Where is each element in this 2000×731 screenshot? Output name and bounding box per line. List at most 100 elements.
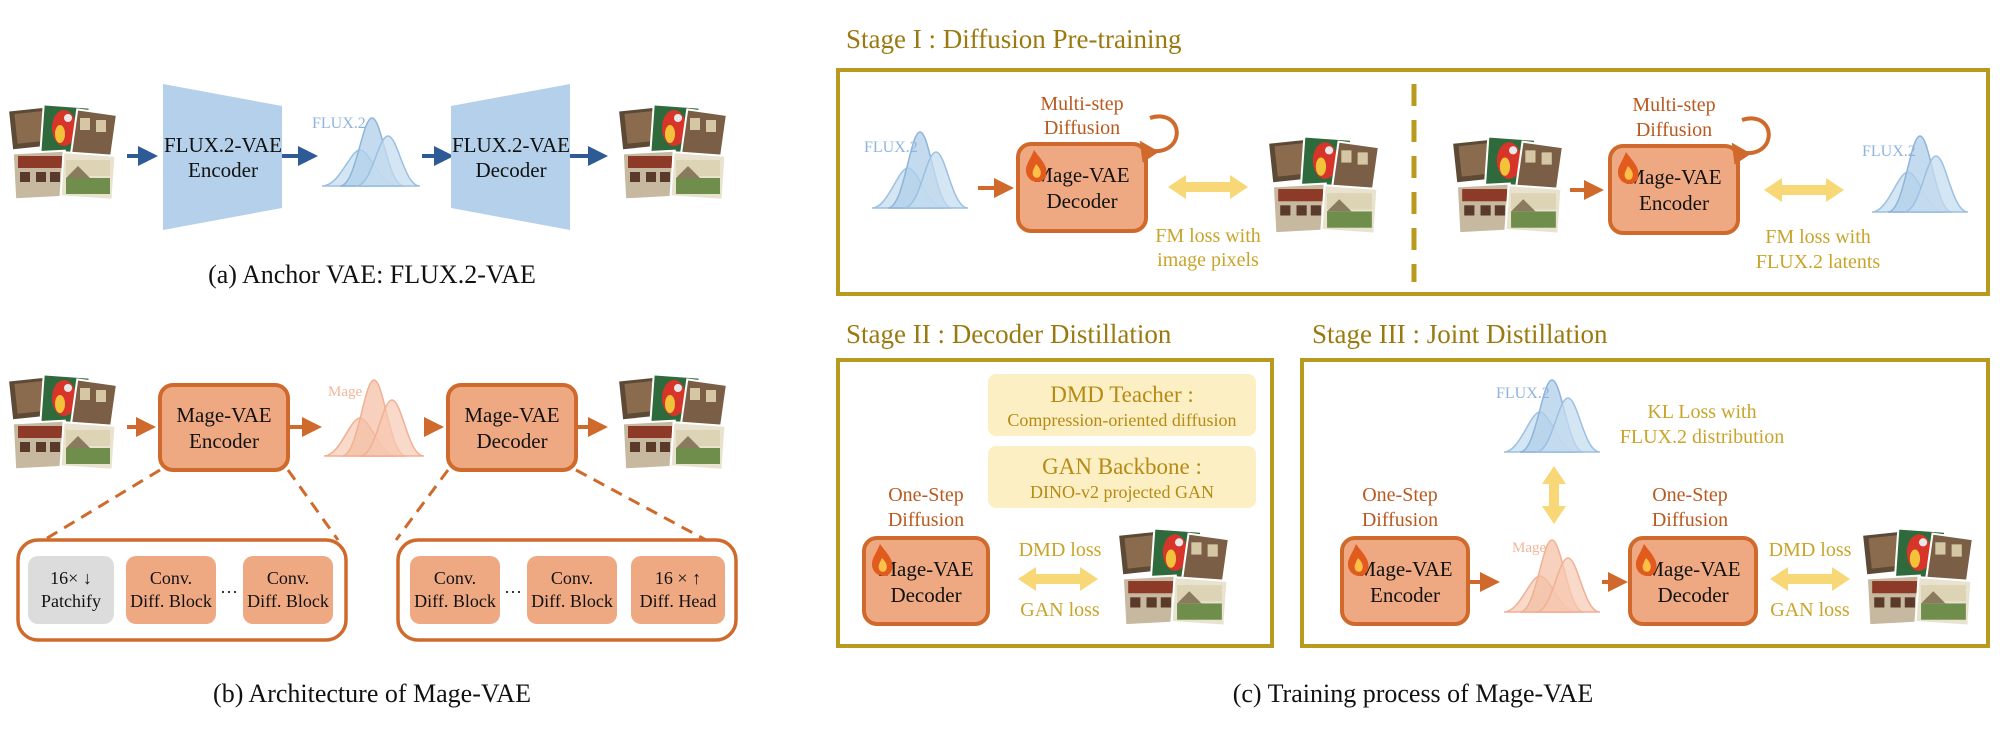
enc-process-label-1: One-Step xyxy=(1362,484,1438,506)
loop-arrow xyxy=(1731,116,1771,165)
mage-encoder-label-2: Encoder xyxy=(1370,583,1440,607)
mage-decoder-label-2: Decoder xyxy=(1657,583,1728,607)
flame-icon-core xyxy=(1354,558,1363,572)
diff-head-label-1: 16 × ↑ xyxy=(655,568,701,588)
loss-label-1: FM loss with xyxy=(1155,225,1261,247)
gan-backbone-subtitle: DINO-v2 projected GAN xyxy=(1030,482,1214,502)
kl-loss-label-1: KL Loss with xyxy=(1647,401,1756,423)
conv-diff-block xyxy=(410,556,500,624)
input-images xyxy=(1452,136,1564,235)
mage-decoder-box xyxy=(1628,536,1758,626)
diff-head-block xyxy=(631,556,725,624)
mage-decoder-label-1: Mage-VAE xyxy=(1034,163,1129,187)
panel-b: Mage-VAE Encoder Mage Mage-VAE Decoder 1… xyxy=(8,374,738,708)
flux-latent-label: FLUX.2 xyxy=(1862,143,1916,160)
conv-diff-block xyxy=(126,556,216,624)
mage-encoder-label-1: Mage-VAE xyxy=(176,403,271,427)
process-label-2: Diffusion xyxy=(888,509,964,531)
zoom-line xyxy=(575,468,707,542)
conv-diff-block xyxy=(243,556,333,624)
mage-latent-distribution xyxy=(323,379,425,457)
conv-diff-label-2: Diff. Block xyxy=(247,591,329,611)
conv-diff-label-1: Conv. xyxy=(267,568,309,588)
mage-decoder-label-1: Mage-VAE xyxy=(878,557,973,581)
loop-arrow xyxy=(1139,114,1179,163)
flame-icon-core xyxy=(1624,166,1633,180)
stage1-frame xyxy=(836,68,1990,296)
mage-decoder-label-2: Decoder xyxy=(890,583,961,607)
dmd-teacher-title: DMD Teacher : xyxy=(1050,382,1194,407)
mage-encoder-box xyxy=(1340,536,1470,626)
flux-latent-distribution xyxy=(321,117,421,187)
patchify-label-2: Patchify xyxy=(41,591,101,611)
decoder-detail-container xyxy=(396,538,738,642)
zoom-line xyxy=(43,468,161,542)
stage3-title: Stage III : Joint Distillation xyxy=(1312,319,1608,349)
mage-decoder-box xyxy=(862,536,990,626)
patchify-label-1: 16× ↓ xyxy=(50,568,92,588)
double-arrow xyxy=(1764,178,1844,202)
stage3-frame xyxy=(1300,358,1990,648)
ellipsis: ··· xyxy=(220,582,238,602)
flux-decoder-label-2: Decoder xyxy=(475,158,546,182)
flux-decoder-block xyxy=(451,84,570,230)
loss-label-2: image pixels xyxy=(1157,249,1259,271)
stage2-frame xyxy=(836,358,1274,648)
double-arrow xyxy=(1168,175,1248,199)
caption-b: (b) Architecture of Mage-VAE xyxy=(213,679,531,708)
stage-1: Stage I : Diffusion Pre-training FLUX.2 … xyxy=(836,24,1990,296)
caption-a: (a) Anchor VAE: FLUX.2-VAE xyxy=(208,260,536,289)
process-label-1: Multi-step xyxy=(1632,94,1715,116)
target-images xyxy=(1268,136,1380,235)
ellipsis: ··· xyxy=(504,582,522,602)
target-images xyxy=(1862,528,1974,627)
stage1-title: Stage I : Diffusion Pre-training xyxy=(846,24,1181,54)
double-arrow xyxy=(1018,567,1098,591)
stage2-title: Stage II : Decoder Distillation xyxy=(846,319,1172,349)
output-images xyxy=(618,374,728,471)
mage-encoder-label-1: Mage-VAE xyxy=(1357,557,1452,581)
conv-diff-label-2: Diff. Block xyxy=(130,591,212,611)
mage-decoder-box xyxy=(1016,142,1148,233)
mage-encoder-box xyxy=(158,383,290,472)
vertical-double-arrow xyxy=(1542,466,1566,524)
flux-encoder-label-1: FLUX.2-VAE xyxy=(164,133,282,157)
input-images xyxy=(8,374,118,471)
zoom-line xyxy=(286,469,340,541)
mage-latent-label: Mage xyxy=(1512,540,1546,556)
dmd-teacher-subtitle: Compression-oriented diffusion xyxy=(1007,410,1236,430)
mage-encoder-label-2: Encoder xyxy=(189,429,259,453)
panel-a: FLUX.2-VAE Encoder FLUX.2 FLUX.2-VAE Dec… xyxy=(8,84,728,289)
process-label-2: Diffusion xyxy=(1636,119,1712,141)
gan-loss-label: GAN loss xyxy=(1770,599,1850,621)
mage-latent-distribution xyxy=(1503,539,1601,613)
conv-diff-label-1: Conv. xyxy=(434,568,476,588)
loss-label-2: FLUX.2 latents xyxy=(1756,251,1881,273)
mage-decoder-box xyxy=(446,383,578,472)
output-images xyxy=(618,104,728,201)
dmd-teacher-box xyxy=(988,374,1256,436)
mage-encoder-box xyxy=(1608,144,1740,235)
mage-encoder-label-1: Mage-VAE xyxy=(1626,165,1721,189)
conv-diff-label-1: Conv. xyxy=(551,568,593,588)
mage-encoder-label-2: Encoder xyxy=(1639,191,1709,215)
enc-process-label-2: Diffusion xyxy=(1362,509,1438,531)
flux-latent-label: FLUX.2 xyxy=(864,139,918,156)
encoder-detail-container xyxy=(16,538,348,642)
gan-loss-label: GAN loss xyxy=(1020,599,1100,621)
dmd-loss-label: DMD loss xyxy=(1019,539,1102,561)
dmd-loss-label: DMD loss xyxy=(1769,539,1852,561)
flux-encoder-block xyxy=(163,84,282,230)
diff-head-label-2: Diff. Head xyxy=(640,591,717,611)
conv-diff-label-2: Diff. Block xyxy=(531,591,613,611)
process-label-2: Diffusion xyxy=(1044,117,1120,139)
caption-c: (c) Training process of Mage-VAE xyxy=(1233,679,1594,708)
gan-backbone-box xyxy=(988,446,1256,508)
target-images xyxy=(1118,528,1230,627)
mage-decoder-label-1: Mage-VAE xyxy=(464,403,559,427)
stage-3: Stage III : Joint Distillation FLUX.2 KL… xyxy=(1300,319,1990,648)
flux-decoder-label-1: FLUX.2-VAE xyxy=(452,133,570,157)
flux-latent-distribution xyxy=(871,131,969,209)
double-arrow xyxy=(1770,567,1850,591)
